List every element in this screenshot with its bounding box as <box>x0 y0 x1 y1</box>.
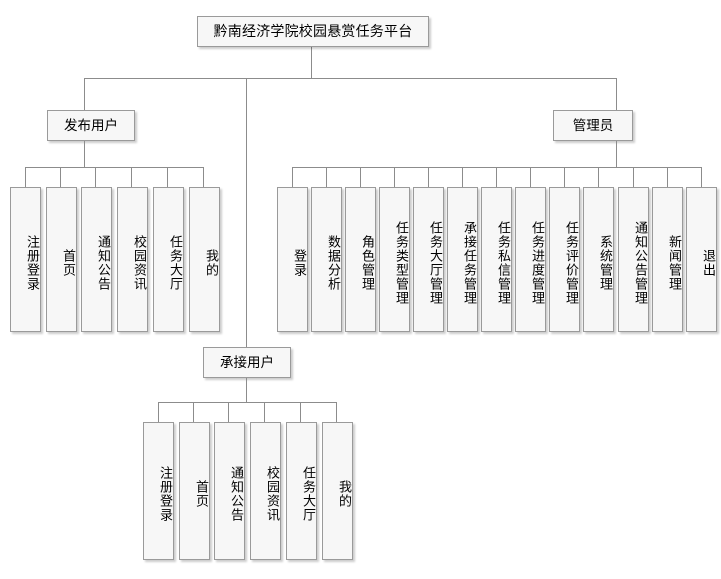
leaf-node-publisher-0-label: 注册登录 <box>25 234 40 291</box>
leaf-node-acceptor-0-label: 注册登录 <box>158 466 173 522</box>
connector-administrator-leaf-4 <box>428 167 429 187</box>
connector-publisher-down <box>84 141 85 167</box>
leaf-node-publisher-4-label: 任务大厅 <box>168 234 183 291</box>
leaf-node-administrator-10[interactable]: 通知公告管理 <box>618 187 649 332</box>
leaf-node-acceptor-4[interactable]: 任务大厅 <box>286 422 317 560</box>
connector-administrator-leaf-10 <box>633 167 634 187</box>
leaf-node-administrator-6[interactable]: 任务私信管理 <box>481 187 512 332</box>
leaf-node-administrator-9[interactable]: 系统管理 <box>583 187 614 332</box>
connector-administrator-leaf-3 <box>394 167 395 187</box>
leaf-node-acceptor-1[interactable]: 首页 <box>179 422 210 560</box>
leaf-node-administrator-10-label: 通知公告管理 <box>633 220 648 305</box>
leaf-node-publisher-3-label: 校园资讯 <box>132 234 147 291</box>
connector-top-bus <box>84 78 617 79</box>
connector-administrator-leaf-11 <box>667 167 668 187</box>
connector-administrator-leaf-9 <box>598 167 599 187</box>
leaf-node-publisher-0[interactable]: 注册登录 <box>10 187 41 332</box>
connector-bus-to-publisher <box>84 78 85 110</box>
branch-node-administrator-label: 管理员 <box>572 117 614 133</box>
leaf-node-administrator-3[interactable]: 任务类型管理 <box>379 187 410 332</box>
leaf-node-administrator-8-label: 任务评价管理 <box>564 220 579 305</box>
connector-acceptor-bus <box>158 402 336 403</box>
leaf-node-administrator-8[interactable]: 任务评价管理 <box>549 187 580 332</box>
leaf-node-administrator-3-label: 任务类型管理 <box>394 220 409 305</box>
leaf-node-publisher-5-label: 我的 <box>204 248 219 277</box>
connector-administrator-leaf-8 <box>564 167 565 187</box>
connector-acceptor-leaf-1 <box>193 402 194 422</box>
leaf-node-administrator-7[interactable]: 任务进度管理 <box>515 187 546 332</box>
leaf-node-acceptor-5-label: 我的 <box>337 480 352 508</box>
connector-root-down <box>311 47 312 78</box>
connector-bus-to-administrator <box>616 78 617 110</box>
leaf-node-administrator-7-label: 任务进度管理 <box>530 220 545 305</box>
leaf-node-publisher-3[interactable]: 校园资讯 <box>117 187 148 332</box>
connector-administrator-bus <box>292 167 702 168</box>
leaf-node-acceptor-1-label: 首页 <box>194 480 209 508</box>
leaf-node-acceptor-3[interactable]: 校园资讯 <box>250 422 281 560</box>
connector-administrator-leaf-5 <box>462 167 463 187</box>
connector-administrator-leaf-6 <box>496 167 497 187</box>
branch-node-acceptor[interactable]: 承接用户 <box>203 347 291 378</box>
connector-publisher-leaf-1 <box>60 167 61 187</box>
leaf-node-publisher-1-label: 首页 <box>61 248 76 277</box>
leaf-node-administrator-4-label: 任务大厅管理 <box>428 220 443 305</box>
root-node-label: 黔南经济学院校园悬赏任务平台 <box>213 23 413 40</box>
connector-publisher-leaf-2 <box>95 167 96 187</box>
leaf-node-acceptor-2[interactable]: 通知公告 <box>214 422 245 560</box>
connector-administrator-leaf-12 <box>701 167 702 187</box>
connector-publisher-bus <box>25 167 203 168</box>
leaf-node-acceptor-3-label: 校园资讯 <box>265 466 280 522</box>
connector-acceptor-leaf-2 <box>228 402 229 422</box>
leaf-node-publisher-1[interactable]: 首页 <box>46 187 77 332</box>
leaf-node-administrator-11[interactable]: 新闻管理 <box>652 187 683 332</box>
leaf-node-administrator-5-label: 承接任务管理 <box>462 220 477 305</box>
connector-acceptor-leaf-5 <box>336 402 337 422</box>
leaf-node-administrator-9-label: 系统管理 <box>598 234 613 291</box>
root-node-platform[interactable]: 黔南经济学院校园悬赏任务平台 <box>197 16 429 47</box>
branch-node-publisher-label: 发布用户 <box>64 117 118 133</box>
branch-node-acceptor-label: 承接用户 <box>220 354 274 370</box>
connector-publisher-leaf-3 <box>131 167 132 187</box>
leaf-node-administrator-5[interactable]: 承接任务管理 <box>447 187 478 332</box>
leaf-node-administrator-0[interactable]: 登录 <box>277 187 308 332</box>
leaf-node-administrator-2-label: 角色管理 <box>360 234 375 291</box>
branch-node-publisher[interactable]: 发布用户 <box>47 110 135 141</box>
leaf-node-administrator-6-label: 任务私信管理 <box>496 220 511 305</box>
connector-bus-to-acceptor <box>246 78 247 347</box>
leaf-node-administrator-2[interactable]: 角色管理 <box>345 187 376 332</box>
leaf-node-administrator-1-label: 数据分析 <box>326 234 341 291</box>
connector-acceptor-leaf-0 <box>158 402 159 422</box>
leaf-node-acceptor-4-label: 任务大厅 <box>301 466 316 522</box>
leaf-node-administrator-12-label: 退出 <box>701 248 716 277</box>
connector-publisher-leaf-5 <box>203 167 204 187</box>
connector-publisher-leaf-4 <box>167 167 168 187</box>
connector-administrator-leaf-0 <box>292 167 293 187</box>
leaf-node-acceptor-5[interactable]: 我的 <box>322 422 353 560</box>
connector-administrator-leaf-2 <box>360 167 361 187</box>
leaf-node-acceptor-2-label: 通知公告 <box>229 466 244 522</box>
leaf-node-acceptor-0[interactable]: 注册登录 <box>143 422 174 560</box>
leaf-node-administrator-11-label: 新闻管理 <box>667 234 682 291</box>
connector-administrator-leaf-7 <box>530 167 531 187</box>
leaf-node-publisher-5[interactable]: 我的 <box>189 187 220 332</box>
connector-administrator-down <box>616 141 617 167</box>
leaf-node-administrator-0-label: 登录 <box>292 248 307 277</box>
leaf-node-administrator-12[interactable]: 退出 <box>686 187 717 332</box>
leaf-node-publisher-4[interactable]: 任务大厅 <box>153 187 184 332</box>
connector-acceptor-down <box>246 378 247 402</box>
branch-node-administrator[interactable]: 管理员 <box>553 110 633 141</box>
leaf-node-publisher-2-label: 通知公告 <box>96 234 111 291</box>
connector-acceptor-leaf-3 <box>264 402 265 422</box>
connector-publisher-leaf-0 <box>25 167 26 187</box>
leaf-node-administrator-1[interactable]: 数据分析 <box>311 187 342 332</box>
connector-administrator-leaf-1 <box>326 167 327 187</box>
leaf-node-administrator-4[interactable]: 任务大厅管理 <box>413 187 444 332</box>
connector-acceptor-leaf-4 <box>300 402 301 422</box>
leaf-node-publisher-2[interactable]: 通知公告 <box>81 187 112 332</box>
